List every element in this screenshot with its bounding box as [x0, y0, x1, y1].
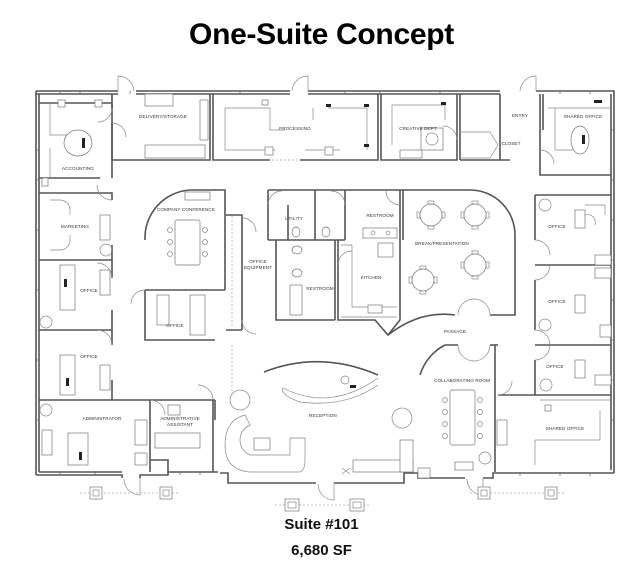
label-office-left-2: OFFICE: [80, 354, 97, 359]
label-kitchen: KITCHEN: [361, 275, 382, 280]
label-office-left-1: OFFICE: [80, 288, 97, 293]
label-entry: ENTRY: [512, 113, 528, 118]
exterior-columns: [80, 486, 565, 512]
label-shared-office-top: SHARED OFFICE: [564, 114, 603, 119]
label-office-right-1: OFFICE: [548, 224, 565, 229]
label-accounting: ACCOUNTING: [62, 166, 94, 171]
exterior-walls: [35, 90, 615, 484]
interior-doors: [96, 107, 555, 416]
label-reception: RECEPTION: [309, 413, 337, 418]
label-assistant: ASSISTANT: [167, 422, 193, 427]
label-passage: PASSAGE: [444, 329, 466, 334]
label-restroom-top: RESTROOM: [366, 213, 393, 218]
square-footage: 6,680 SF: [291, 542, 352, 559]
label-office-center: OFFICE: [166, 323, 183, 328]
label-delivery-storage: DELIVERY/STORAGE: [139, 114, 187, 119]
label-restroom-bottom: RESTROOM: [306, 286, 333, 291]
label-office-equipment-1: OFFICE: [249, 259, 266, 264]
break-room-tables: [408, 200, 490, 295]
label-marketing: MARKETING: [61, 224, 90, 229]
label-shared-office-bottom: SHARED OFFICE: [546, 426, 585, 431]
label-creative-dept: CREATIVE DEPT: [399, 126, 437, 131]
label-office-right-2: OFFICE: [548, 299, 565, 304]
interior-walls: [39, 94, 611, 472]
label-office-right-3: OFFICE: [546, 364, 563, 369]
label-closet: CLOSET: [502, 141, 521, 146]
page-title: One-Suite Concept: [189, 18, 454, 51]
reception-desk: [263, 360, 379, 404]
label-utility: UTILITY: [285, 216, 303, 221]
label-office-equipment-2: EQUIPMENT: [244, 265, 272, 270]
label-company-conference: COMPANY CONFERENCE: [157, 207, 215, 212]
label-administrative: ADMINISTRATIVE: [160, 416, 200, 421]
room-labels: ACCOUNTING DELIVERY/STORAGE PROCESSING C…: [61, 113, 602, 431]
label-processing: PROCESSING: [279, 126, 311, 131]
label-collaborating-room: COLLABORATING ROOM: [434, 378, 490, 383]
label-administrator: ADMINISTRATOR: [83, 416, 122, 421]
furniture: [39, 93, 612, 479]
suite-number: Suite #101: [284, 516, 359, 533]
label-break-presentation: BREAK/PRESENTATION: [415, 241, 469, 246]
